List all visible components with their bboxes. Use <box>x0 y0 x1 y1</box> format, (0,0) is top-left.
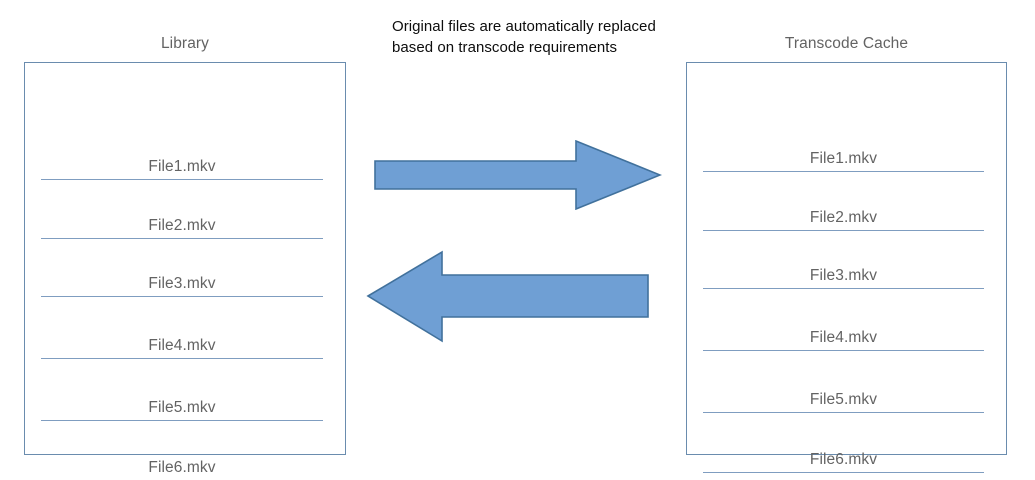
list-item[interactable]: File2.mkv <box>703 207 984 231</box>
arrow-left-shape <box>366 250 649 343</box>
file-label: File5.mkv <box>809 391 878 408</box>
caption-text: Original files are automatically replace… <box>392 18 656 56</box>
file-label: File6.mkv <box>809 451 878 468</box>
file-label: File3.mkv <box>809 267 878 284</box>
list-item[interactable]: File5.mkv <box>703 389 984 413</box>
file-label: File6.mkv <box>148 459 216 476</box>
library-panel: File1.mkv File2.mkv File3.mkv File4.mkv … <box>24 62 346 476</box>
list-item[interactable]: File1.mkv <box>703 148 984 172</box>
transcode-cache-panel: File1.mkv File2.mkv File3.mkv File4.mkv … <box>686 62 1007 473</box>
file-label: File1.mkv <box>148 158 216 175</box>
file-label: File3.mkv <box>148 275 216 292</box>
file-label: File5.mkv <box>148 399 216 416</box>
list-item[interactable]: File1.mkv <box>41 156 323 180</box>
file-label: File4.mkv <box>809 329 878 346</box>
list-item[interactable]: File3.mkv <box>703 265 984 289</box>
list-item[interactable]: File4.mkv <box>703 327 984 351</box>
list-item[interactable]: File5.mkv <box>41 397 323 421</box>
arrow-right-icon <box>374 140 662 210</box>
library-panel-title: Library <box>160 35 210 52</box>
list-item[interactable]: File2.mkv <box>41 215 323 239</box>
list-item[interactable]: File6.mkv <box>41 457 323 480</box>
arrow-right-shape <box>374 140 662 210</box>
arrow-left-icon <box>366 250 649 343</box>
list-item[interactable]: File4.mkv <box>41 335 323 359</box>
file-label: File4.mkv <box>148 337 216 354</box>
file-label: File2.mkv <box>148 217 216 234</box>
file-label: File2.mkv <box>809 209 878 226</box>
list-item[interactable]: File3.mkv <box>41 273 323 297</box>
file-label: File1.mkv <box>809 150 878 167</box>
transcode-cache-panel-title: Transcode Cache <box>784 35 909 52</box>
list-item[interactable]: File6.mkv <box>703 449 984 473</box>
